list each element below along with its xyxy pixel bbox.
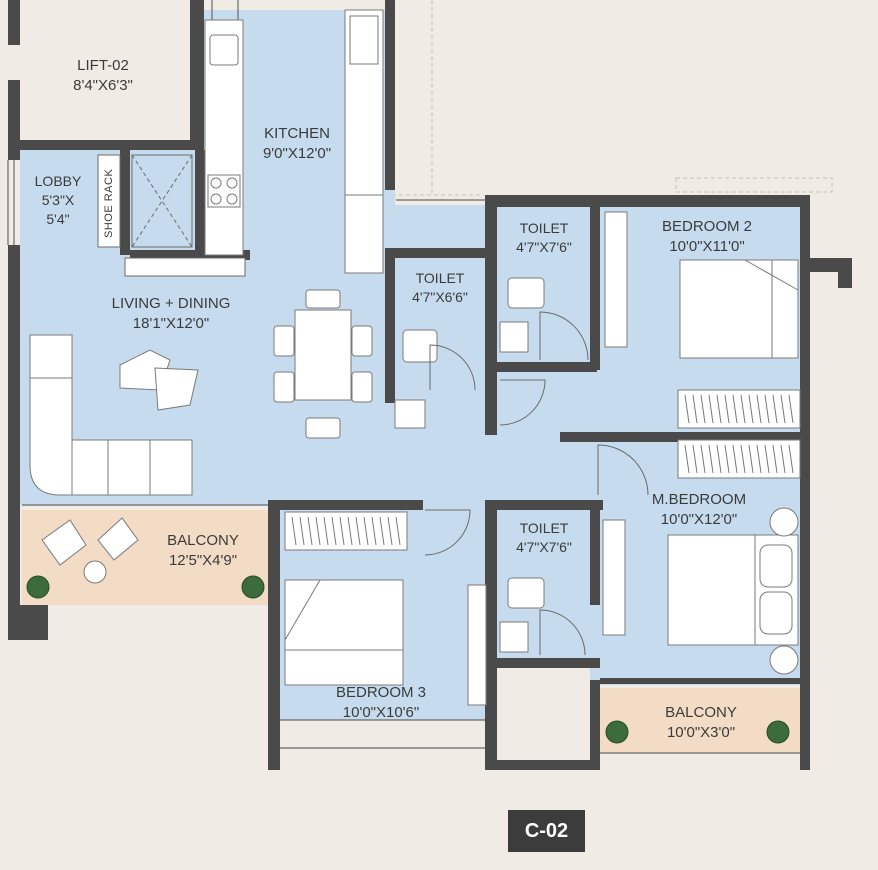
chair-icon [305,289,341,309]
dining-table-icon [294,309,352,401]
side-table-icon [83,560,107,584]
wc-icon [507,577,545,609]
hob-burner-icon [210,177,222,189]
lounge-chair-icon [41,519,87,566]
bed-icon [679,259,799,359]
walls [8,0,852,770]
coffee-table-icon [154,367,199,411]
sink-icon [349,15,379,65]
study-desk-icon [604,211,628,348]
living-furniture [29,289,373,496]
plant-icon [766,720,790,744]
study-desk-icon [602,519,626,636]
service-shaft [497,668,590,760]
plant-icon [605,720,629,744]
wc-icon [507,277,545,309]
counter-fridge [344,194,384,274]
washbasin-icon [499,621,529,653]
wc-icon [402,329,438,363]
plant-icon [26,575,50,599]
wardrobe-icon [284,511,408,551]
unit-code-badge: C-02 [508,810,585,852]
balcony-furniture [26,517,790,744]
shoe-rack-shaft [97,154,246,277]
wardrobe-icon [677,439,801,479]
pillow-icon [759,591,793,635]
plant-icon [241,575,265,599]
wardrobe-hatching [291,394,794,546]
sofa-icon [29,334,193,496]
wardrobe-icon [677,389,801,429]
site-guides [392,0,833,196]
balcony-master-floor [600,688,800,753]
chair-icon [273,371,295,403]
chair-icon [305,417,341,439]
bedside-lamp-icon [769,645,799,675]
washbasin-icon [394,399,426,429]
hob-burner-icon [226,177,238,189]
balconies [22,510,800,753]
bedside-lamp-icon [769,507,799,537]
hob-burner-icon [226,193,238,205]
lounge-chair-icon [97,517,139,561]
chair-icon [351,325,373,357]
bed-icon [284,579,404,686]
door-swings [424,311,649,656]
kitchen-counters [204,9,384,274]
chair-icon [351,371,373,403]
shoe-rack-label: SHOE RACK [103,168,115,238]
windows [7,0,800,754]
chair-icon [273,325,295,357]
washbasin-icon [499,321,529,353]
pillow-icon [759,544,793,588]
hob-burner-icon [210,193,222,205]
study-desk-icon [467,584,487,706]
toilet-fixtures [394,277,545,653]
bedroom-furniture [284,211,801,706]
sink-icon [209,34,239,66]
